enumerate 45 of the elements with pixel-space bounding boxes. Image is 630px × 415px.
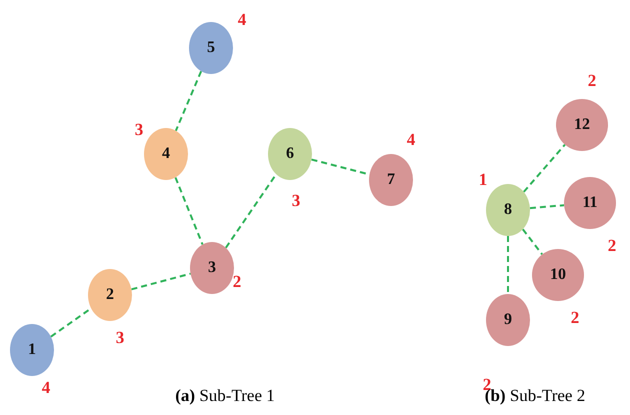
node-weight: 2 xyxy=(232,272,242,292)
node-number: 12 xyxy=(574,116,590,134)
node-weight: 4 xyxy=(406,130,416,150)
node-number: 6 xyxy=(286,145,294,163)
node-number: 8 xyxy=(504,201,512,219)
dashed-connector xyxy=(174,177,204,245)
node-weight: 2 xyxy=(588,71,596,91)
node-ellipse xyxy=(144,128,188,180)
node-ellipse xyxy=(486,294,530,346)
dashed-connector xyxy=(507,236,509,294)
dashed-connector xyxy=(131,272,191,290)
node-number: 2 xyxy=(106,286,114,304)
node-weight: 2 xyxy=(570,308,580,328)
node-ellipse xyxy=(10,324,54,376)
node-weight: 1 xyxy=(478,170,488,190)
node-number: 5 xyxy=(207,39,215,57)
dashed-connector xyxy=(225,174,277,248)
node-ellipse xyxy=(189,22,233,74)
node-ellipse xyxy=(564,177,616,229)
node-weight: 3 xyxy=(292,191,300,211)
node-number: 9 xyxy=(504,311,512,329)
node-ellipse xyxy=(532,249,584,301)
node-weight: 4 xyxy=(238,10,246,30)
dashed-connector xyxy=(523,144,566,193)
node-number: 11 xyxy=(582,194,598,212)
dashed-connector xyxy=(522,228,543,255)
node-ellipse xyxy=(268,128,312,180)
node-weight: 3 xyxy=(116,328,124,348)
node-weight: 4 xyxy=(42,378,50,398)
dashed-connector xyxy=(174,70,202,132)
node-ellipse xyxy=(190,242,234,294)
node-weight: 3 xyxy=(134,120,144,140)
node-number: 10 xyxy=(550,266,566,284)
caption: (a) Sub-Tree 1 xyxy=(175,386,275,406)
node-ellipse xyxy=(88,269,132,321)
dashed-connector xyxy=(50,308,92,338)
dashed-connector xyxy=(530,204,564,210)
node-number: 3 xyxy=(208,259,216,277)
node-ellipse xyxy=(556,99,608,151)
node-ellipse xyxy=(369,154,413,206)
node-ellipse xyxy=(486,184,530,236)
node-number: 1 xyxy=(28,341,36,359)
node-number: 4 xyxy=(162,145,170,163)
node-weight: 2 xyxy=(608,236,616,256)
node-number: 7 xyxy=(387,171,395,189)
